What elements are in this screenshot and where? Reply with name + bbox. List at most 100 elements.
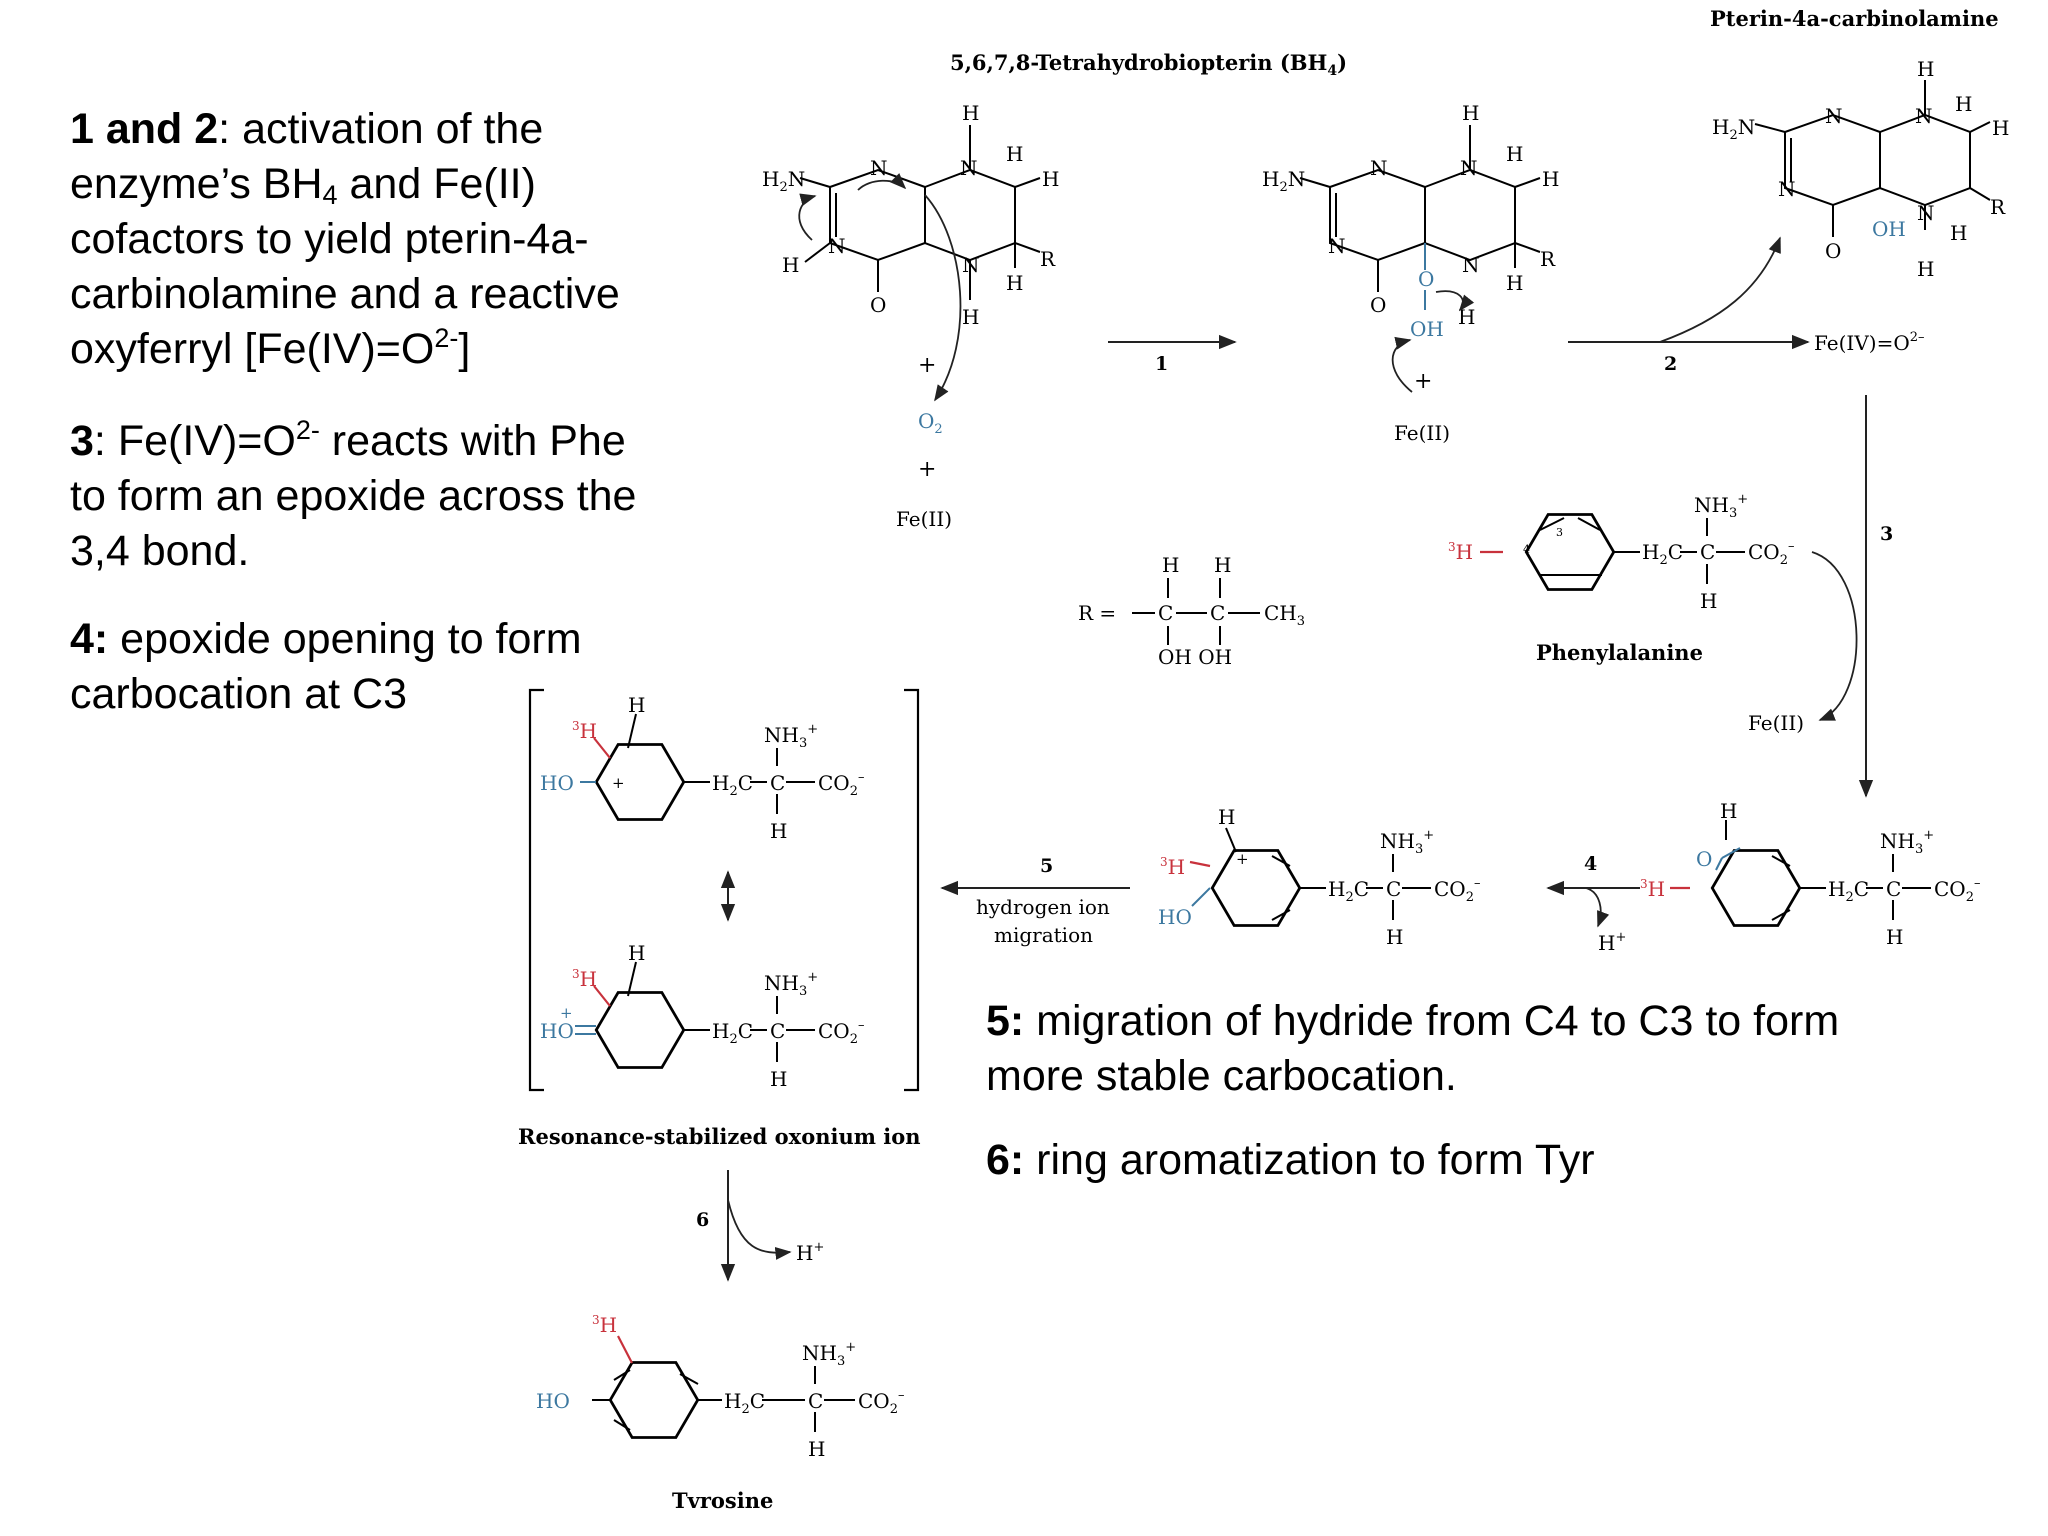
curved-arrow (1585, 887, 1610, 928)
curved-arrow (1659, 236, 1781, 343)
svg-text:H: H (1006, 271, 1023, 295)
svg-text:NH3+: NH3+ (1694, 492, 1748, 521)
svg-text:3H: 3H (572, 967, 597, 991)
svg-text:N: N (1778, 177, 1796, 201)
curved-arrow (798, 193, 817, 241)
pterin-title: Pterin-4a-carbinolamine (1710, 6, 1999, 31)
svg-text:3H: 3H (1640, 877, 1665, 901)
resonance-bottom-bonds (750, 996, 815, 1062)
step-number: 5 (1040, 855, 1053, 877)
svg-text:C: C (1158, 601, 1173, 625)
note-text: epoxide opening to form (108, 615, 582, 663)
svg-text:NH3+: NH3+ (764, 970, 818, 999)
carbocation-structure (1189, 827, 1326, 927)
migration-label: migration (994, 923, 1093, 947)
svg-text:H: H (1162, 553, 1179, 577)
svg-text:H2C: H2C (712, 1019, 753, 1047)
resonance-top-bonds (750, 748, 815, 814)
svg-text:H2C: H2C (1828, 877, 1869, 905)
phenylalanine-structure (1480, 513, 1640, 591)
svg-text:N: N (1462, 253, 1480, 277)
curved-arrow (727, 1199, 792, 1260)
resonance-form-bottom (575, 961, 710, 1069)
svg-text:C: C (770, 1019, 785, 1043)
svg-text:4: 4 (1523, 543, 1530, 556)
step-number: 1 (1155, 353, 1168, 375)
note-step-label: 6: (986, 1136, 1025, 1184)
carbocation-atoms: H 3H HO + H2C C CO2– NH3+ H (1158, 805, 1480, 949)
svg-text:3: 3 (1556, 526, 1563, 539)
svg-text:H: H (628, 693, 645, 717)
svg-text:C: C (1700, 540, 1715, 564)
svg-text:H: H (1006, 142, 1023, 166)
svg-text:O: O (1418, 267, 1434, 291)
phenylalanine-label: Phenylalanine (1536, 640, 1703, 665)
bh4-title: 5,6,7,8-Tetrahydrobiopterin (BH4) (950, 50, 1347, 79)
svg-text:CH3: CH3 (1264, 601, 1305, 629)
note-text: carbocation at C3 (70, 670, 408, 718)
plus-sign: + (918, 457, 936, 482)
note-step-label: 4: (70, 615, 109, 663)
svg-text:HO: HO (540, 771, 574, 795)
svg-text:N: N (962, 253, 980, 277)
svg-text:3H: 3H (572, 719, 597, 743)
svg-text:O: O (870, 293, 886, 317)
svg-text:H: H (1218, 805, 1235, 829)
note-step-3: 3: Fe(IV)=O2- reacts with Phe to form an… (70, 414, 636, 579)
note-text: enzyme’s BH (70, 160, 323, 208)
svg-text:3H: 3H (1160, 855, 1185, 879)
pterin-atoms: H2N N N H H H R H N H N O OH (1712, 57, 2009, 281)
phenylalanine-atoms: 3H 4 3 H2C C CO2– NH3+ H (1448, 492, 1794, 613)
note-step-label: 5: (986, 997, 1025, 1045)
svg-text:C: C (1386, 877, 1401, 901)
peroxy-intermediate-structure (1299, 125, 1541, 310)
resonance-bottom-atoms: H 3H HO + H2C C CO2– NH3+ H (540, 941, 864, 1091)
svg-text:C: C (808, 1389, 823, 1413)
svg-text:H2C: H2C (1328, 877, 1369, 905)
note-step-5: 5: migration of hydride from C4 to C3 to… (986, 994, 1839, 1104)
svg-text:CO2–: CO2– (1748, 539, 1794, 568)
h-plus-label: H+ (796, 1240, 824, 1265)
svg-text:H: H (1955, 92, 1972, 116)
svg-text:H2N: H2N (762, 167, 805, 195)
svg-text:H: H (1506, 142, 1523, 166)
svg-text:H: H (1992, 116, 2009, 140)
svg-text:H: H (1462, 101, 1479, 125)
note-step-4: 4: epoxide opening to form carbocation a… (70, 612, 582, 722)
svg-text:H2C: H2C (712, 771, 753, 799)
svg-text:OH: OH (1872, 217, 1906, 241)
svg-text:N: N (1460, 156, 1478, 180)
epoxide-atoms: H O 3H H2C C CO2– NH3+ H (1640, 799, 1980, 949)
fe2-label: Fe(II) (1748, 711, 1804, 735)
svg-text:3H: 3H (1448, 540, 1473, 564)
curved-arrow (857, 173, 907, 191)
svg-text:H: H (1506, 271, 1523, 295)
fe2-label: Fe(II) (896, 507, 952, 531)
svg-text:OH OH: OH OH (1158, 645, 1232, 669)
svg-text:O: O (1370, 293, 1386, 317)
svg-text:H: H (1720, 799, 1737, 823)
svg-text:3H: 3H (592, 1313, 617, 1337)
epoxide-bonds (1866, 854, 1931, 920)
note-subscript: 4 (322, 180, 338, 210)
pterin-carbinolamine-structure (1754, 80, 1991, 237)
fe2-label: Fe(II) (1394, 421, 1450, 445)
fe4-label: Fe(IV)=O2– (1814, 330, 1925, 355)
svg-text:C: C (1886, 877, 1901, 901)
note-text: ring aromatization to form Tyr (1024, 1136, 1595, 1184)
svg-text:N: N (828, 234, 846, 258)
svg-text:H: H (808, 1437, 825, 1461)
note-text: to form an epoxide across the (70, 472, 637, 520)
note-text: more stable carbocation. (986, 1052, 1457, 1100)
svg-text:H2C: H2C (1642, 540, 1683, 568)
note-step-6: 6: ring aromatization to form Tyr (986, 1133, 1595, 1188)
note-text: cofactors to yield pterin-4a- (70, 215, 589, 263)
step-number: 4 (1584, 853, 1597, 875)
svg-text:H: H (1917, 57, 1934, 81)
svg-text:HO: HO (540, 1019, 574, 1043)
step-number: 2 (1664, 353, 1677, 375)
bh4-structure (799, 125, 1041, 300)
svg-text:H: H (962, 101, 979, 125)
curved-arrow (1435, 290, 1475, 312)
